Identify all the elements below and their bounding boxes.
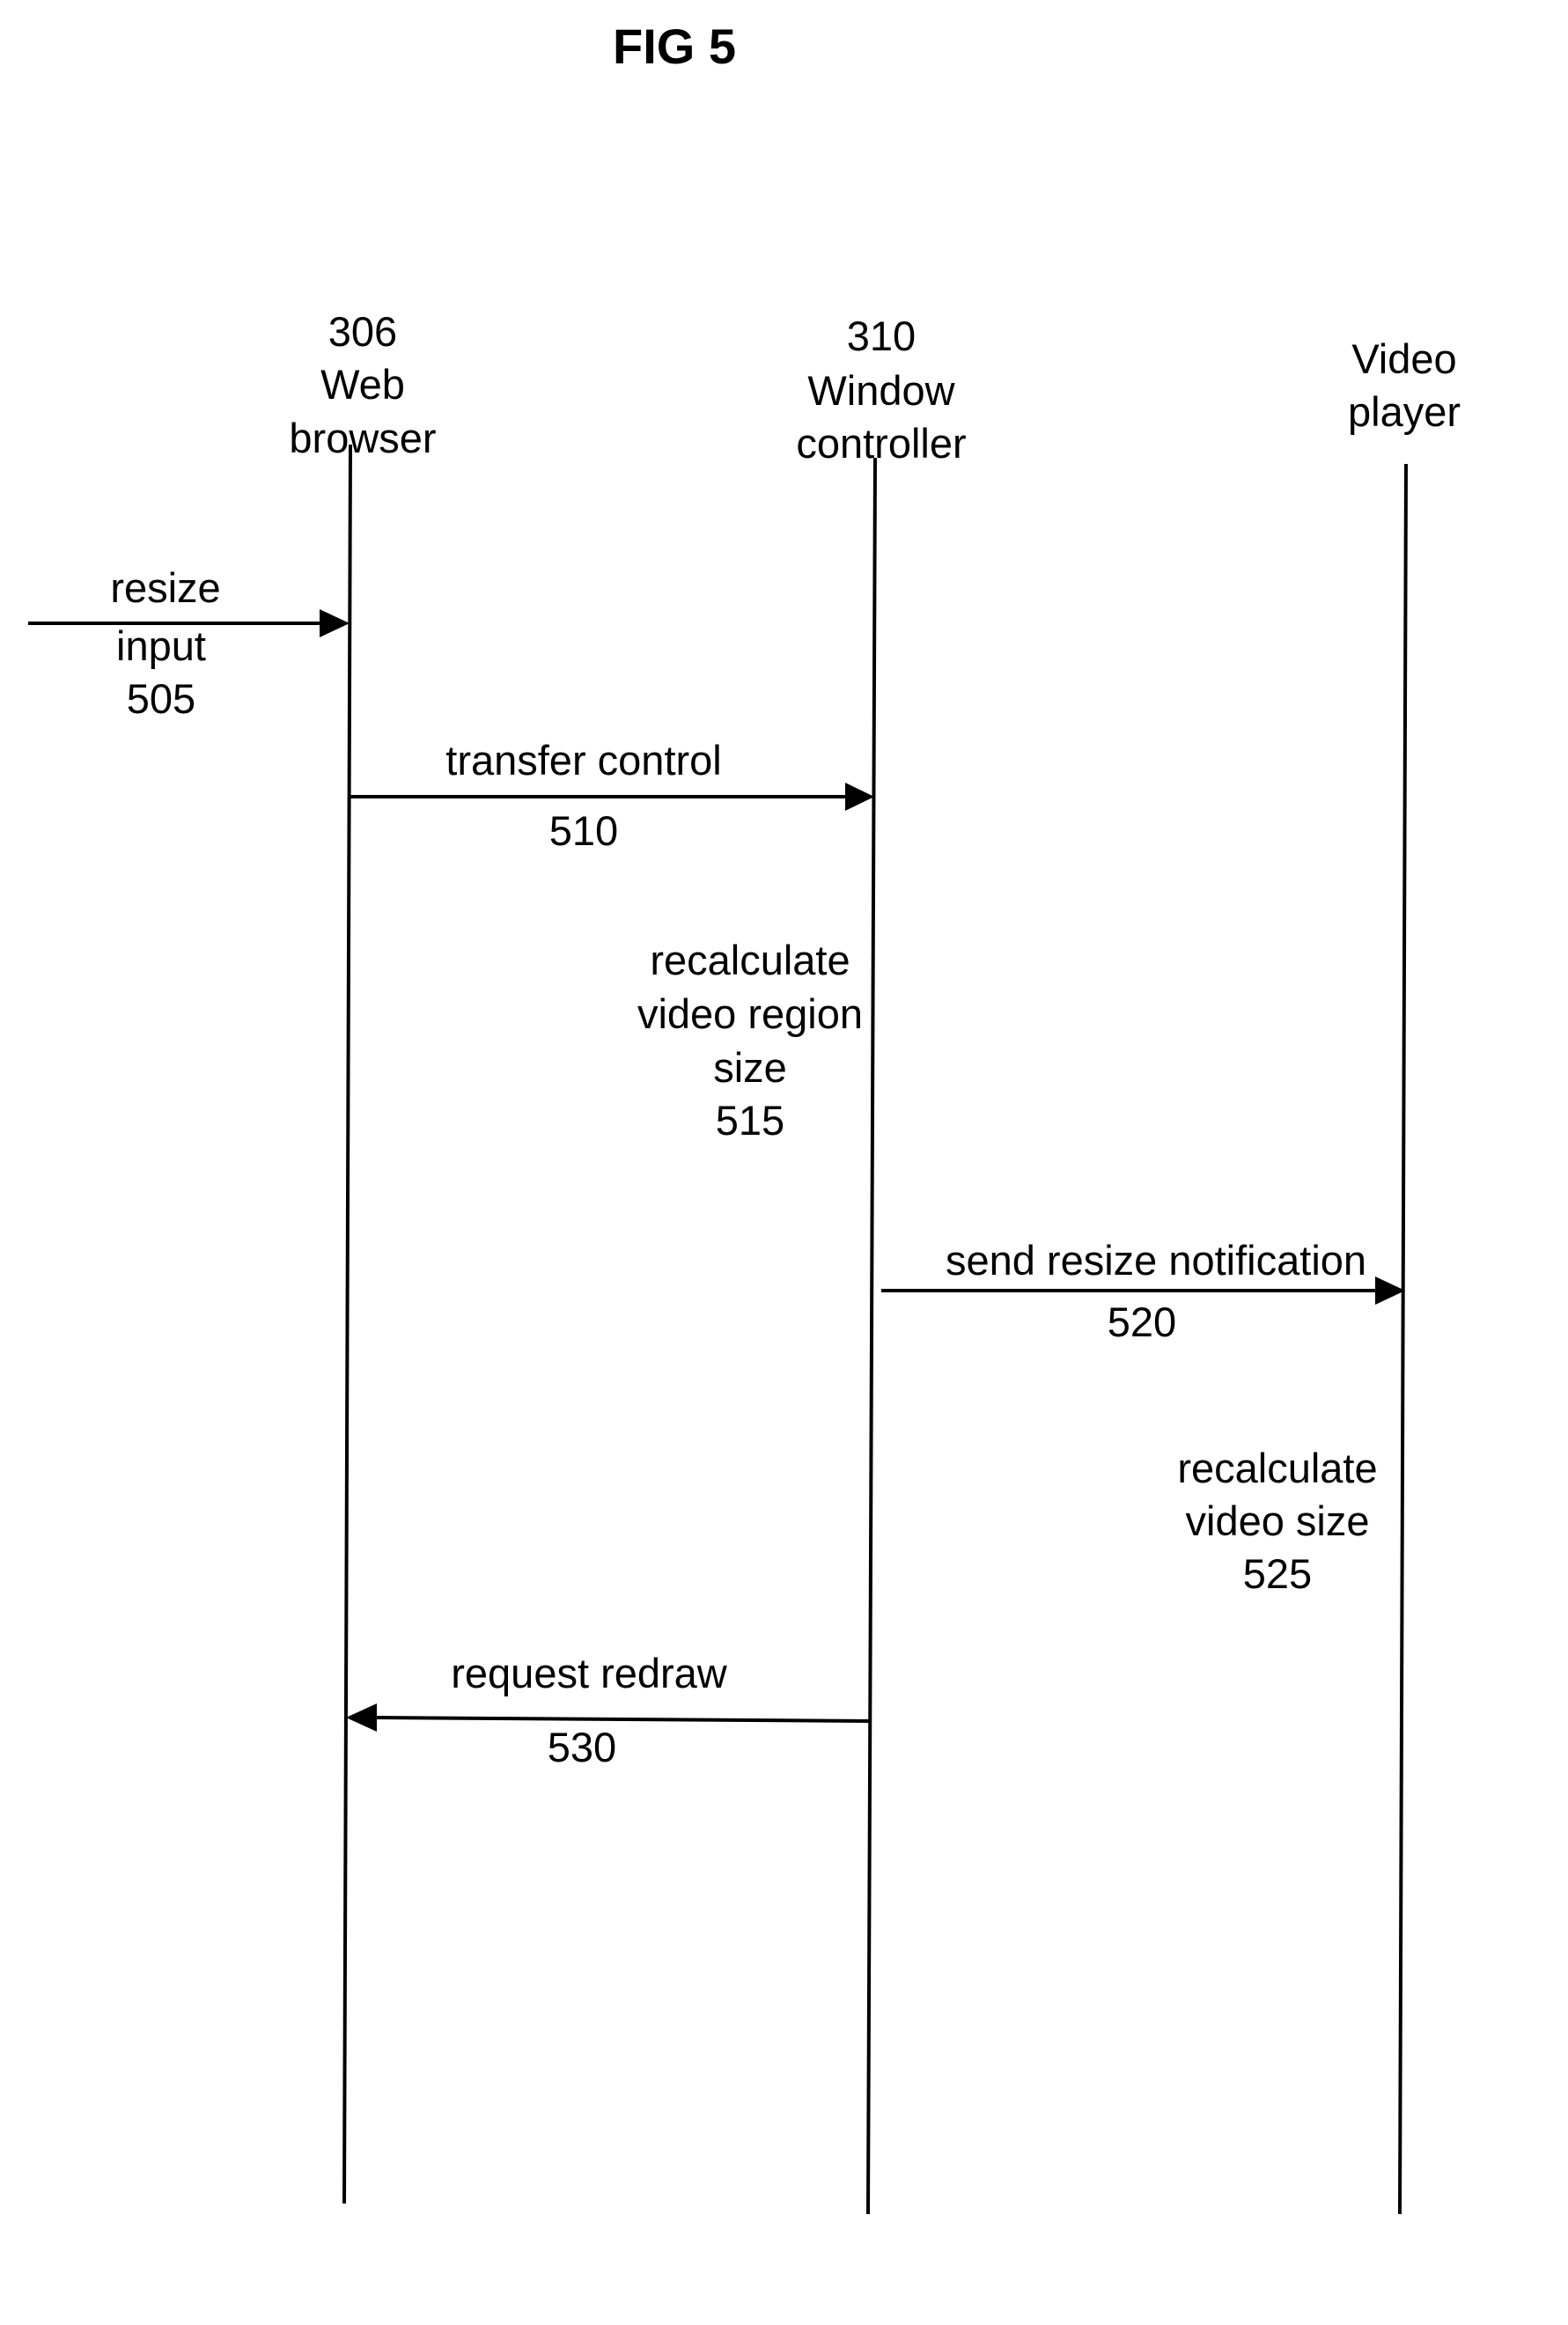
note-line: size — [713, 1044, 787, 1091]
note-line: video size — [1186, 1497, 1370, 1544]
message-label: request redraw — [451, 1650, 728, 1696]
message-arrow — [374, 1718, 872, 1721]
message-label: send resize notification — [946, 1237, 1366, 1284]
message-send-resize-notification: send resize notification 520 — [881, 1237, 1405, 1345]
participant-web-browser: 306 Web browser — [289, 308, 436, 2204]
participant-name-line: controller — [796, 420, 966, 467]
message-request-redraw: request redraw 530 — [346, 1650, 872, 1770]
message-resize-input: resize input 505 — [28, 564, 350, 722]
arrowhead-right — [845, 783, 874, 811]
message-number: 510 — [549, 807, 618, 854]
arrowhead-right — [1375, 1277, 1405, 1305]
participant-number: 306 — [328, 308, 397, 355]
participant-name-line: browser — [289, 415, 436, 461]
participant-name-line: Web — [320, 361, 405, 408]
arrowhead-left — [346, 1703, 377, 1732]
participant-number: 310 — [847, 313, 916, 359]
figure-title: FIG 5 — [613, 18, 736, 74]
note-line: recalculate — [650, 937, 850, 983]
note-line: recalculate — [1177, 1445, 1377, 1491]
message-label-line: resize — [110, 564, 220, 611]
message-label-line: input — [116, 622, 206, 669]
note-line: video region — [637, 990, 863, 1037]
message-label: transfer control — [445, 737, 721, 784]
message-number: 530 — [548, 1724, 616, 1770]
message-number: 520 — [1108, 1299, 1176, 1345]
participant-name-line: Window — [807, 367, 955, 414]
note-number: 525 — [1243, 1550, 1312, 1597]
message-transfer-control: transfer control 510 — [350, 737, 874, 854]
note-number: 515 — [716, 1097, 784, 1144]
lifeline-window-controller — [868, 458, 875, 2214]
message-number: 505 — [127, 675, 195, 722]
arrowhead-right — [320, 609, 350, 637]
lifeline-video-player — [1400, 464, 1406, 2214]
lifeline-web-browser — [344, 445, 350, 2204]
participant-name-line: Video — [1351, 335, 1456, 382]
note-recalculate-video-size: recalculate video size 525 — [1177, 1445, 1377, 1597]
participant-name-line: player — [1348, 388, 1461, 435]
participant-window-controller: 310 Window controller — [796, 313, 966, 2214]
note-recalculate-video-region: recalculate video region size 515 — [637, 937, 863, 1144]
